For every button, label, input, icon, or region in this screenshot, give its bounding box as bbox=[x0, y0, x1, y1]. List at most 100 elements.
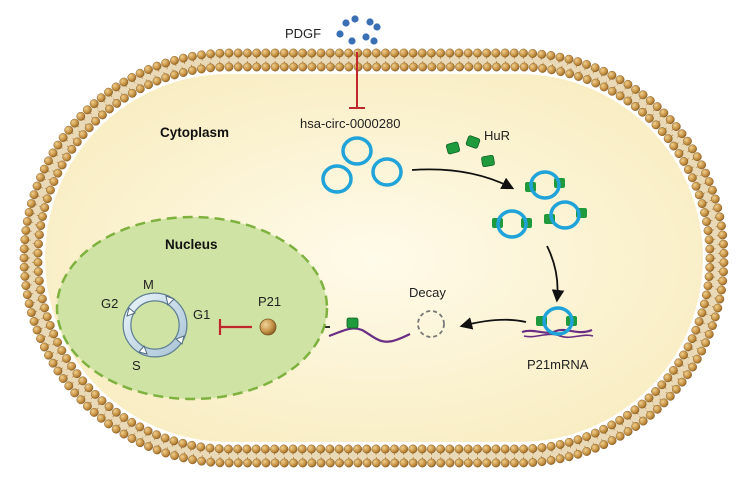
lipid-head bbox=[135, 84, 145, 94]
lipid-head bbox=[161, 73, 171, 83]
lipid-head bbox=[607, 86, 617, 96]
lipid-head bbox=[343, 444, 353, 454]
lipid-head bbox=[631, 85, 641, 94]
lipid-head bbox=[669, 365, 678, 375]
lipid-head bbox=[697, 160, 707, 170]
lipid-head bbox=[119, 429, 129, 439]
lipid-head bbox=[67, 361, 77, 371]
lipid-head bbox=[718, 230, 728, 240]
free-mrna bbox=[328, 317, 411, 343]
lipid-head bbox=[170, 451, 179, 461]
lipid-head bbox=[62, 354, 71, 363]
lipid-head bbox=[104, 402, 114, 412]
lipid-head bbox=[501, 62, 511, 72]
lipid-head bbox=[261, 62, 271, 72]
lipid-head bbox=[427, 48, 436, 58]
lipid-head bbox=[40, 303, 50, 313]
lipid-head bbox=[463, 444, 473, 454]
lipid-head bbox=[687, 173, 697, 183]
arrow-to-mrna bbox=[546, 245, 565, 303]
lipid-head bbox=[694, 317, 704, 326]
lipid-head bbox=[206, 457, 216, 467]
lipid-head bbox=[196, 442, 206, 452]
lipid-head bbox=[473, 458, 482, 468]
lipid-head bbox=[574, 72, 583, 81]
lipid-head bbox=[700, 208, 709, 217]
lipid-head bbox=[705, 263, 715, 272]
lipid-head bbox=[703, 281, 713, 291]
lipid-head bbox=[372, 62, 381, 72]
lipid-head bbox=[463, 48, 473, 58]
lipid-head bbox=[445, 48, 455, 58]
lipid-head bbox=[528, 458, 538, 467]
lipid-head bbox=[491, 48, 501, 58]
lipid-head bbox=[500, 458, 510, 468]
nucleus: Nucleus bbox=[55, 215, 329, 401]
lipid-head bbox=[399, 444, 409, 454]
lipid-head bbox=[104, 87, 113, 97]
lipid-head bbox=[663, 134, 673, 144]
lipid-head bbox=[692, 354, 702, 364]
lipid-head bbox=[178, 53, 188, 63]
lipid-head bbox=[353, 62, 363, 72]
lipid-head bbox=[651, 120, 661, 130]
lipid-head bbox=[279, 62, 289, 72]
hur-protein-icon bbox=[445, 141, 461, 155]
lipid-head bbox=[694, 190, 704, 200]
lipid-head bbox=[38, 212, 47, 221]
lipid-head bbox=[298, 458, 308, 468]
lipid-head bbox=[20, 235, 30, 245]
lipid-head bbox=[427, 458, 436, 468]
lipid-head bbox=[24, 208, 34, 217]
lipid-head bbox=[233, 62, 243, 72]
lipid-head bbox=[408, 444, 418, 454]
lipid-head bbox=[638, 90, 648, 100]
lipid-head bbox=[500, 48, 510, 58]
lipid-head bbox=[187, 440, 197, 450]
lipid-head bbox=[663, 373, 673, 383]
lipid-head bbox=[215, 62, 225, 72]
lipid-head bbox=[48, 148, 58, 158]
lipid-head bbox=[170, 70, 179, 80]
lipid-head bbox=[335, 62, 345, 72]
lipid-head bbox=[233, 48, 243, 58]
lipid-head bbox=[279, 48, 289, 58]
lipid-head bbox=[19, 253, 29, 263]
lipid-head bbox=[316, 48, 326, 58]
lipid-head bbox=[582, 447, 592, 456]
lipid-head bbox=[630, 405, 640, 415]
lipid-head bbox=[362, 48, 372, 58]
lipid-head bbox=[491, 458, 501, 468]
lipid-head bbox=[325, 48, 335, 58]
hur-protein-icon bbox=[481, 154, 495, 168]
lipid-head bbox=[573, 449, 583, 459]
lipid-head bbox=[82, 105, 92, 115]
pdgf-dots-icon bbox=[336, 15, 381, 45]
lipid-head bbox=[691, 325, 701, 335]
decay-label: Decay bbox=[409, 285, 446, 300]
lipid-head bbox=[42, 312, 52, 322]
lipid-head bbox=[371, 444, 381, 454]
lipid-head bbox=[482, 62, 492, 72]
lipid-head bbox=[418, 62, 428, 72]
lipid-head bbox=[713, 303, 723, 313]
lipid-head bbox=[482, 444, 492, 454]
lipid-head bbox=[33, 257, 43, 267]
lipid-head bbox=[335, 48, 344, 58]
lipid-head bbox=[683, 165, 693, 174]
lipid-head bbox=[270, 48, 280, 58]
lipid-head bbox=[674, 358, 684, 368]
lipid-head bbox=[76, 111, 86, 121]
lipid-head bbox=[408, 458, 418, 468]
lipid-head bbox=[555, 52, 565, 62]
p21-inhibition bbox=[218, 319, 252, 335]
lipid-head bbox=[178, 68, 188, 77]
lipid-head bbox=[652, 404, 662, 414]
lipid-head bbox=[344, 62, 354, 72]
lipid-head bbox=[197, 50, 206, 60]
lipid-head bbox=[381, 458, 390, 468]
lipid-head bbox=[44, 350, 53, 360]
lipid-head bbox=[717, 221, 726, 231]
lipid-head bbox=[19, 262, 29, 272]
phase-g1-label: G1 bbox=[193, 307, 210, 322]
